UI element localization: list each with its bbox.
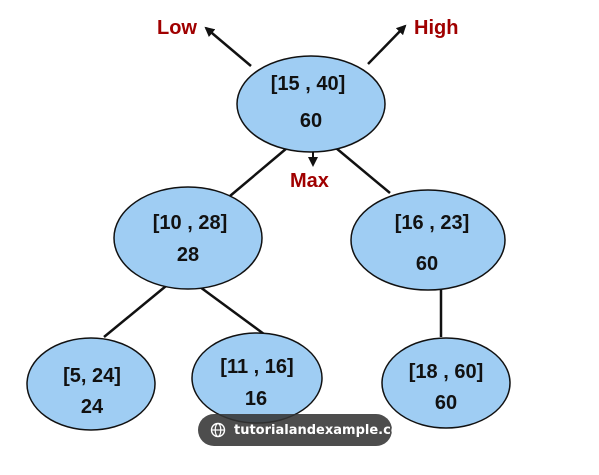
node-max: 28: [177, 244, 199, 266]
max-label: Max: [290, 170, 329, 192]
tree-node-left: [10 , 28] 28: [113, 186, 263, 290]
node-interval: [18 , 60]: [409, 361, 483, 383]
tree-node-root: [15 , 40] 60: [236, 55, 386, 153]
tree-node-right: [16 , 23] 60: [350, 189, 506, 291]
high-arrow: [367, 24, 407, 65]
node-max: 60: [416, 253, 438, 275]
node-max: 60: [435, 392, 457, 414]
watermark-badge: tutorialandexample.com: [198, 414, 413, 446]
low-arrow: [204, 26, 252, 67]
high-label: High: [414, 17, 458, 39]
edge-left-leftchild: [103, 285, 167, 338]
node-interval: [10 , 28]: [153, 212, 227, 234]
edge-root-left: [229, 147, 288, 197]
node-interval: [5, 24]: [63, 365, 121, 387]
tree-node-leaf-1: [5, 24] 24: [26, 337, 156, 431]
edge-root-right: [335, 147, 391, 194]
globe-icon: [210, 422, 226, 438]
low-label: Low: [157, 17, 197, 39]
node-interval: [16 , 23]: [395, 212, 469, 234]
node-max: 24: [81, 396, 104, 418]
watermark-text: tutorialandexample.com: [234, 422, 414, 438]
node-interval: [11 , 16]: [220, 356, 293, 378]
tree-node-leaf-2: [11 , 16] 16: [191, 332, 323, 424]
node-max: 60: [300, 110, 322, 132]
node-interval: [15 , 40]: [271, 73, 345, 95]
tree-node-leaf-3: [18 , 60] 60: [381, 337, 511, 429]
node-max: 16: [245, 388, 267, 410]
edge-left-rightchild: [199, 285, 269, 339]
